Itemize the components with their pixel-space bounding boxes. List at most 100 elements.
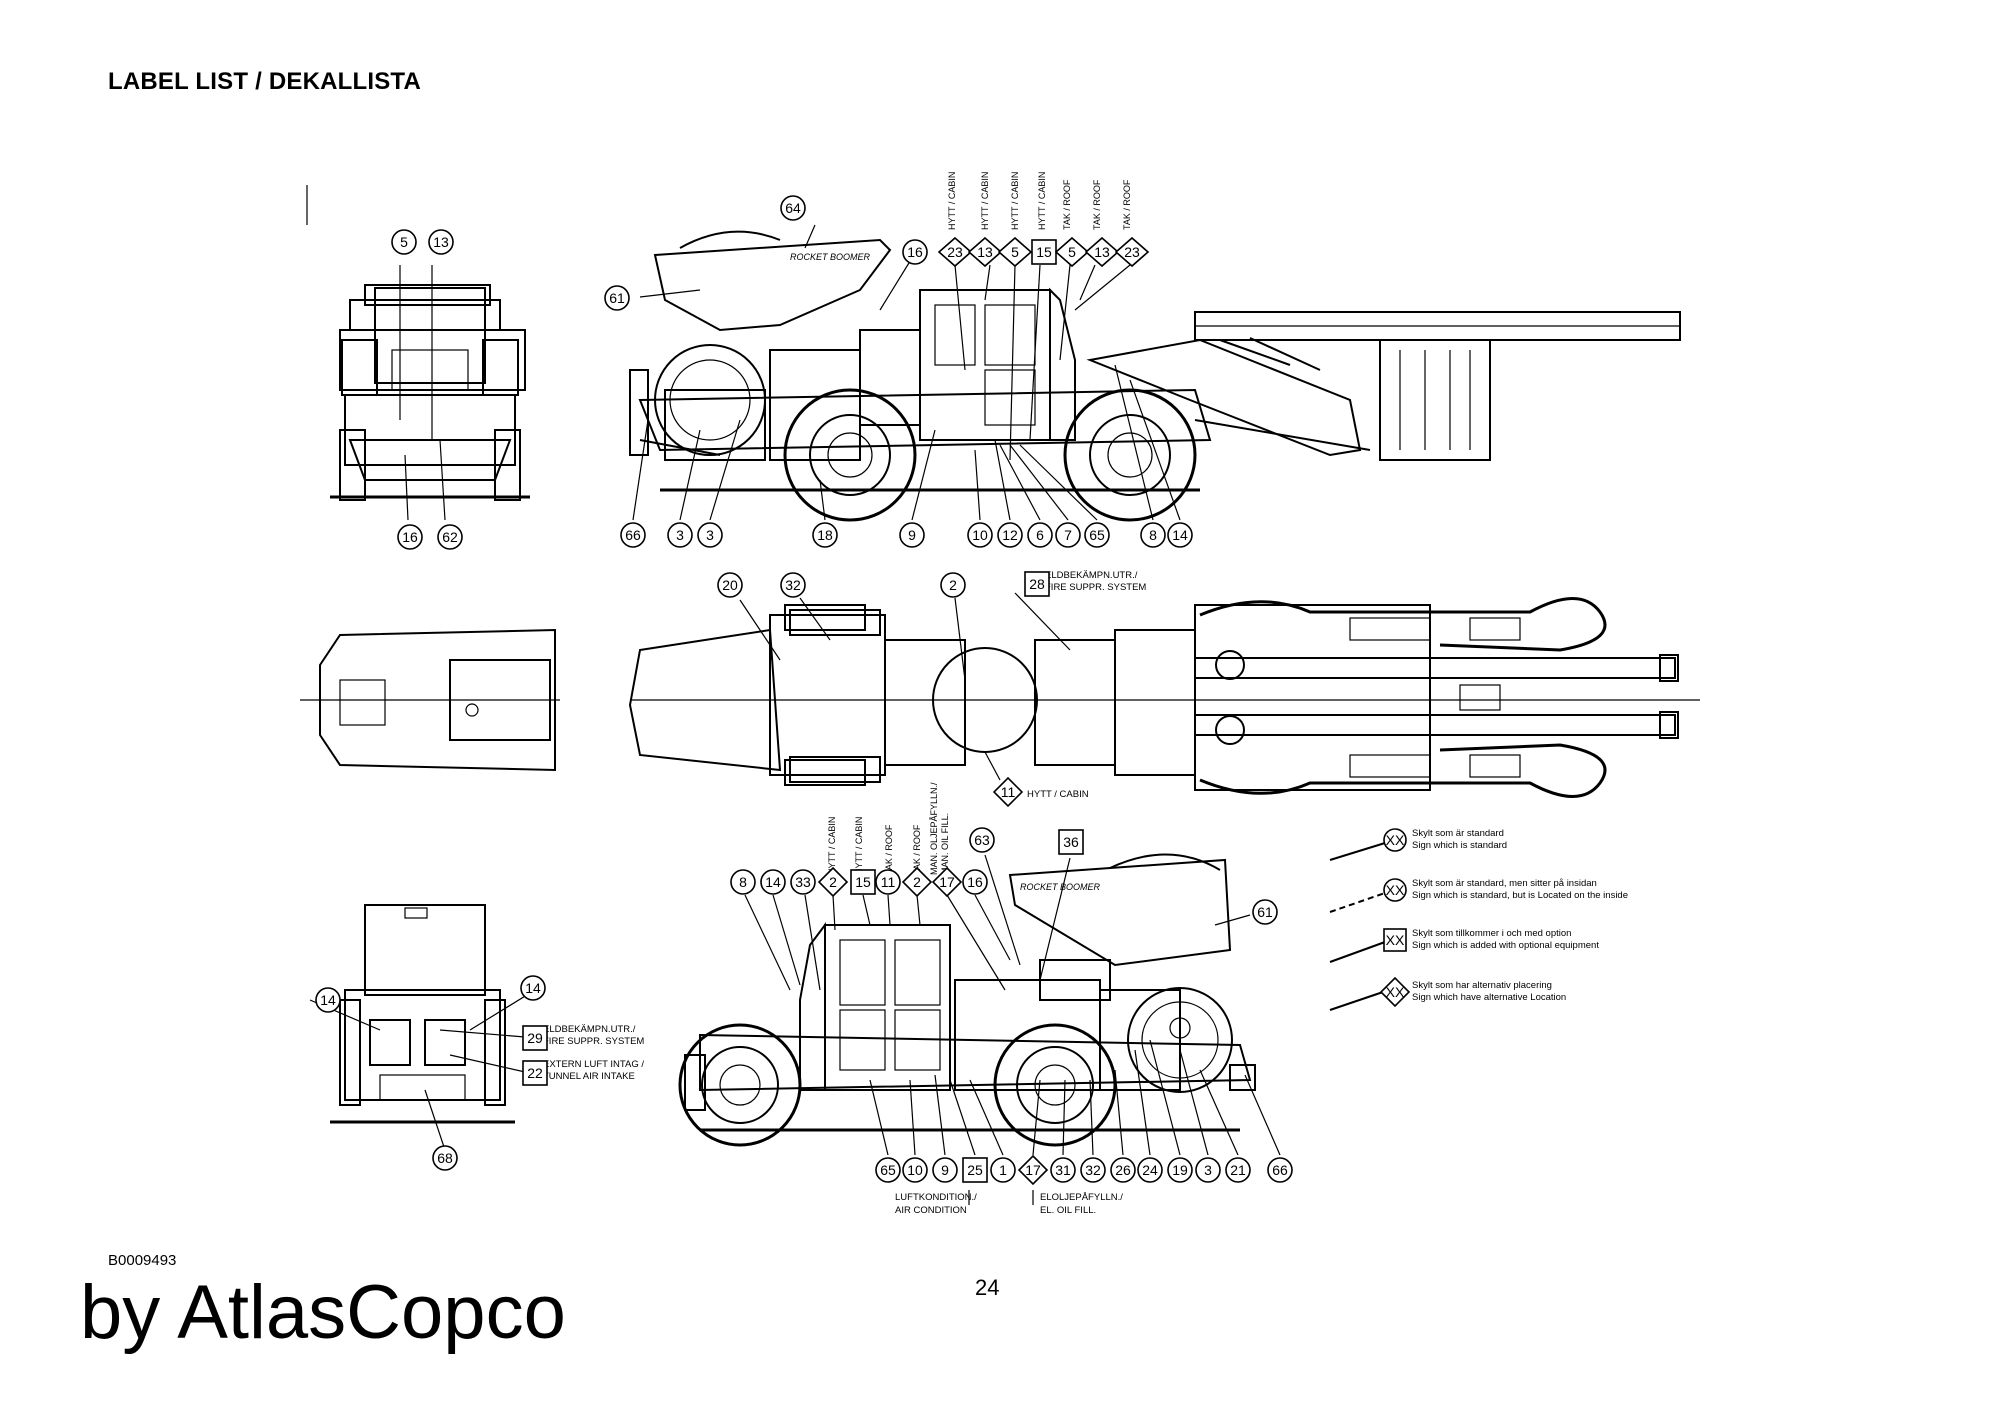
callout-31: 31: [1050, 1157, 1076, 1183]
svg-text:62: 62: [442, 529, 458, 545]
svg-text:14: 14: [320, 992, 336, 1008]
side-view-1-machine: ROCKET BOOMER: [629, 224, 1681, 522]
svg-text:XX: XX: [1386, 984, 1405, 1000]
callout-11: 11: [875, 869, 901, 895]
callout-3: 3: [1195, 1157, 1221, 1183]
svg-text:13: 13: [977, 244, 993, 260]
callout-13: 13: [1084, 236, 1120, 268]
callout-9: 9: [932, 1157, 958, 1183]
rear-view-machine: [309, 904, 536, 1151]
legend-symbol-standard: XX: [1383, 828, 1407, 852]
callout-68: 68: [432, 1145, 458, 1171]
svg-text:15: 15: [1036, 244, 1052, 260]
svg-text:13: 13: [433, 234, 449, 250]
callout-10: 10: [902, 1157, 928, 1183]
svg-text:31: 31: [1055, 1162, 1071, 1178]
side-view-2-machine: ROCKET BOOMER: [678, 853, 1281, 1205]
legend-symbol-alternative: XX: [1379, 976, 1411, 1008]
front-view-machine: [306, 185, 530, 521]
callout-6: 6: [1027, 522, 1053, 548]
svg-text:65: 65: [880, 1162, 896, 1178]
fire-suppression-note: ELDBEKÄMPN.UTR./: [543, 1024, 636, 1035]
callout-5: 5: [391, 229, 417, 255]
callout-23: 23: [937, 236, 973, 268]
callout-17: 17: [931, 866, 963, 898]
air-condition-note: LUFTKONDITION./: [895, 1192, 977, 1203]
callout-14: 14: [315, 987, 341, 1013]
svg-text:25: 25: [967, 1162, 983, 1178]
callout-2: 2: [817, 866, 849, 898]
callout-10: 10: [967, 522, 993, 548]
callout-14: 14: [760, 869, 786, 895]
svg-text:29: 29: [527, 1030, 543, 1046]
callout-13: 13: [428, 229, 454, 255]
callout-14: 14: [520, 975, 546, 1001]
callout-19: 19: [1167, 1157, 1193, 1183]
legend: XX Skylt som är standard Sign which is s…: [1329, 828, 1628, 1011]
callout-36: 36: [1058, 829, 1084, 855]
svg-text:XX: XX: [1386, 832, 1405, 848]
svg-text:1: 1: [999, 1162, 1007, 1178]
callout-25: 25: [962, 1157, 988, 1183]
legend-text-en: Sign which is added with optional equipm…: [1412, 940, 1599, 951]
callout-29: 29: [522, 1025, 548, 1051]
callout-61: 61: [1252, 899, 1278, 925]
svg-text:16: 16: [907, 244, 923, 260]
svg-text:18: 18: [817, 527, 833, 543]
top-label: MAN. OLJEPÅFYLLN./: [929, 782, 939, 875]
legend-text-sv: Skylt som har alternativ placering: [1412, 980, 1552, 991]
callout-18: 18: [812, 522, 838, 548]
callout-13: 13: [967, 236, 1003, 268]
callout-8: 8: [1140, 522, 1166, 548]
svg-text:14: 14: [525, 980, 541, 996]
cabin-note: HYTT / CABIN: [1027, 789, 1089, 800]
svg-text:24: 24: [1142, 1162, 1158, 1178]
callout-33: 33: [790, 869, 816, 895]
callout-15: 15: [850, 869, 876, 895]
svg-text:63: 63: [974, 832, 990, 848]
legend-text-en: Sign which is standard, but is Located o…: [1412, 890, 1628, 901]
svg-text:8: 8: [739, 874, 747, 890]
svg-text:16: 16: [402, 529, 418, 545]
callout-2: 2: [901, 866, 933, 898]
top-view-machine: [300, 592, 1700, 798]
svg-text:19: 19: [1172, 1162, 1188, 1178]
callout-14: 14: [1167, 522, 1193, 548]
callout-16: 16: [902, 239, 928, 265]
air-intake-note: EXTERN LUFT INTAG /: [543, 1059, 644, 1070]
brand-text: by AtlasCopco: [80, 1270, 566, 1355]
callout-22: 22: [522, 1060, 548, 1086]
svg-text:28: 28: [1029, 576, 1045, 592]
legend-symbol-inside: XX: [1383, 878, 1407, 902]
callout-65: 65: [1084, 522, 1110, 548]
callout-7: 7: [1055, 522, 1081, 548]
top-label: TAK / ROOF: [1062, 179, 1072, 230]
svg-text:13: 13: [1094, 244, 1110, 260]
svg-text:10: 10: [972, 527, 988, 543]
svg-text:9: 9: [941, 1162, 949, 1178]
top-label: HYTT / CABIN: [1037, 172, 1047, 230]
legend-symbol-optional: XX: [1383, 928, 1407, 952]
callout-26: 26: [1110, 1157, 1136, 1183]
callout-9: 9: [899, 522, 925, 548]
document-code: B0009493: [108, 1252, 177, 1269]
callout-8: 8: [730, 869, 756, 895]
svg-text:26: 26: [1115, 1162, 1131, 1178]
svg-text:5: 5: [1011, 244, 1019, 260]
callout-21: 21: [1225, 1157, 1251, 1183]
fire-suppression-note: ELDBEKÄMPN.UTR./: [1045, 570, 1138, 581]
svg-text:61: 61: [609, 290, 625, 306]
svg-text:17: 17: [939, 874, 955, 890]
top-label: HYTT / CABIN: [980, 172, 990, 230]
svg-text:36: 36: [1063, 834, 1079, 850]
callout-15: 15: [1031, 239, 1057, 265]
svg-text:12: 12: [1002, 527, 1018, 543]
callout-3: 3: [697, 522, 723, 548]
page-title: LABEL LIST / DEKALLISTA: [108, 68, 422, 95]
top-label: HYTT / CABIN: [1010, 172, 1020, 230]
callout-5: 5: [997, 236, 1033, 268]
top-label: TAK / ROOF: [1092, 179, 1102, 230]
svg-text:2: 2: [949, 577, 957, 593]
callout-62: 62: [437, 524, 463, 550]
